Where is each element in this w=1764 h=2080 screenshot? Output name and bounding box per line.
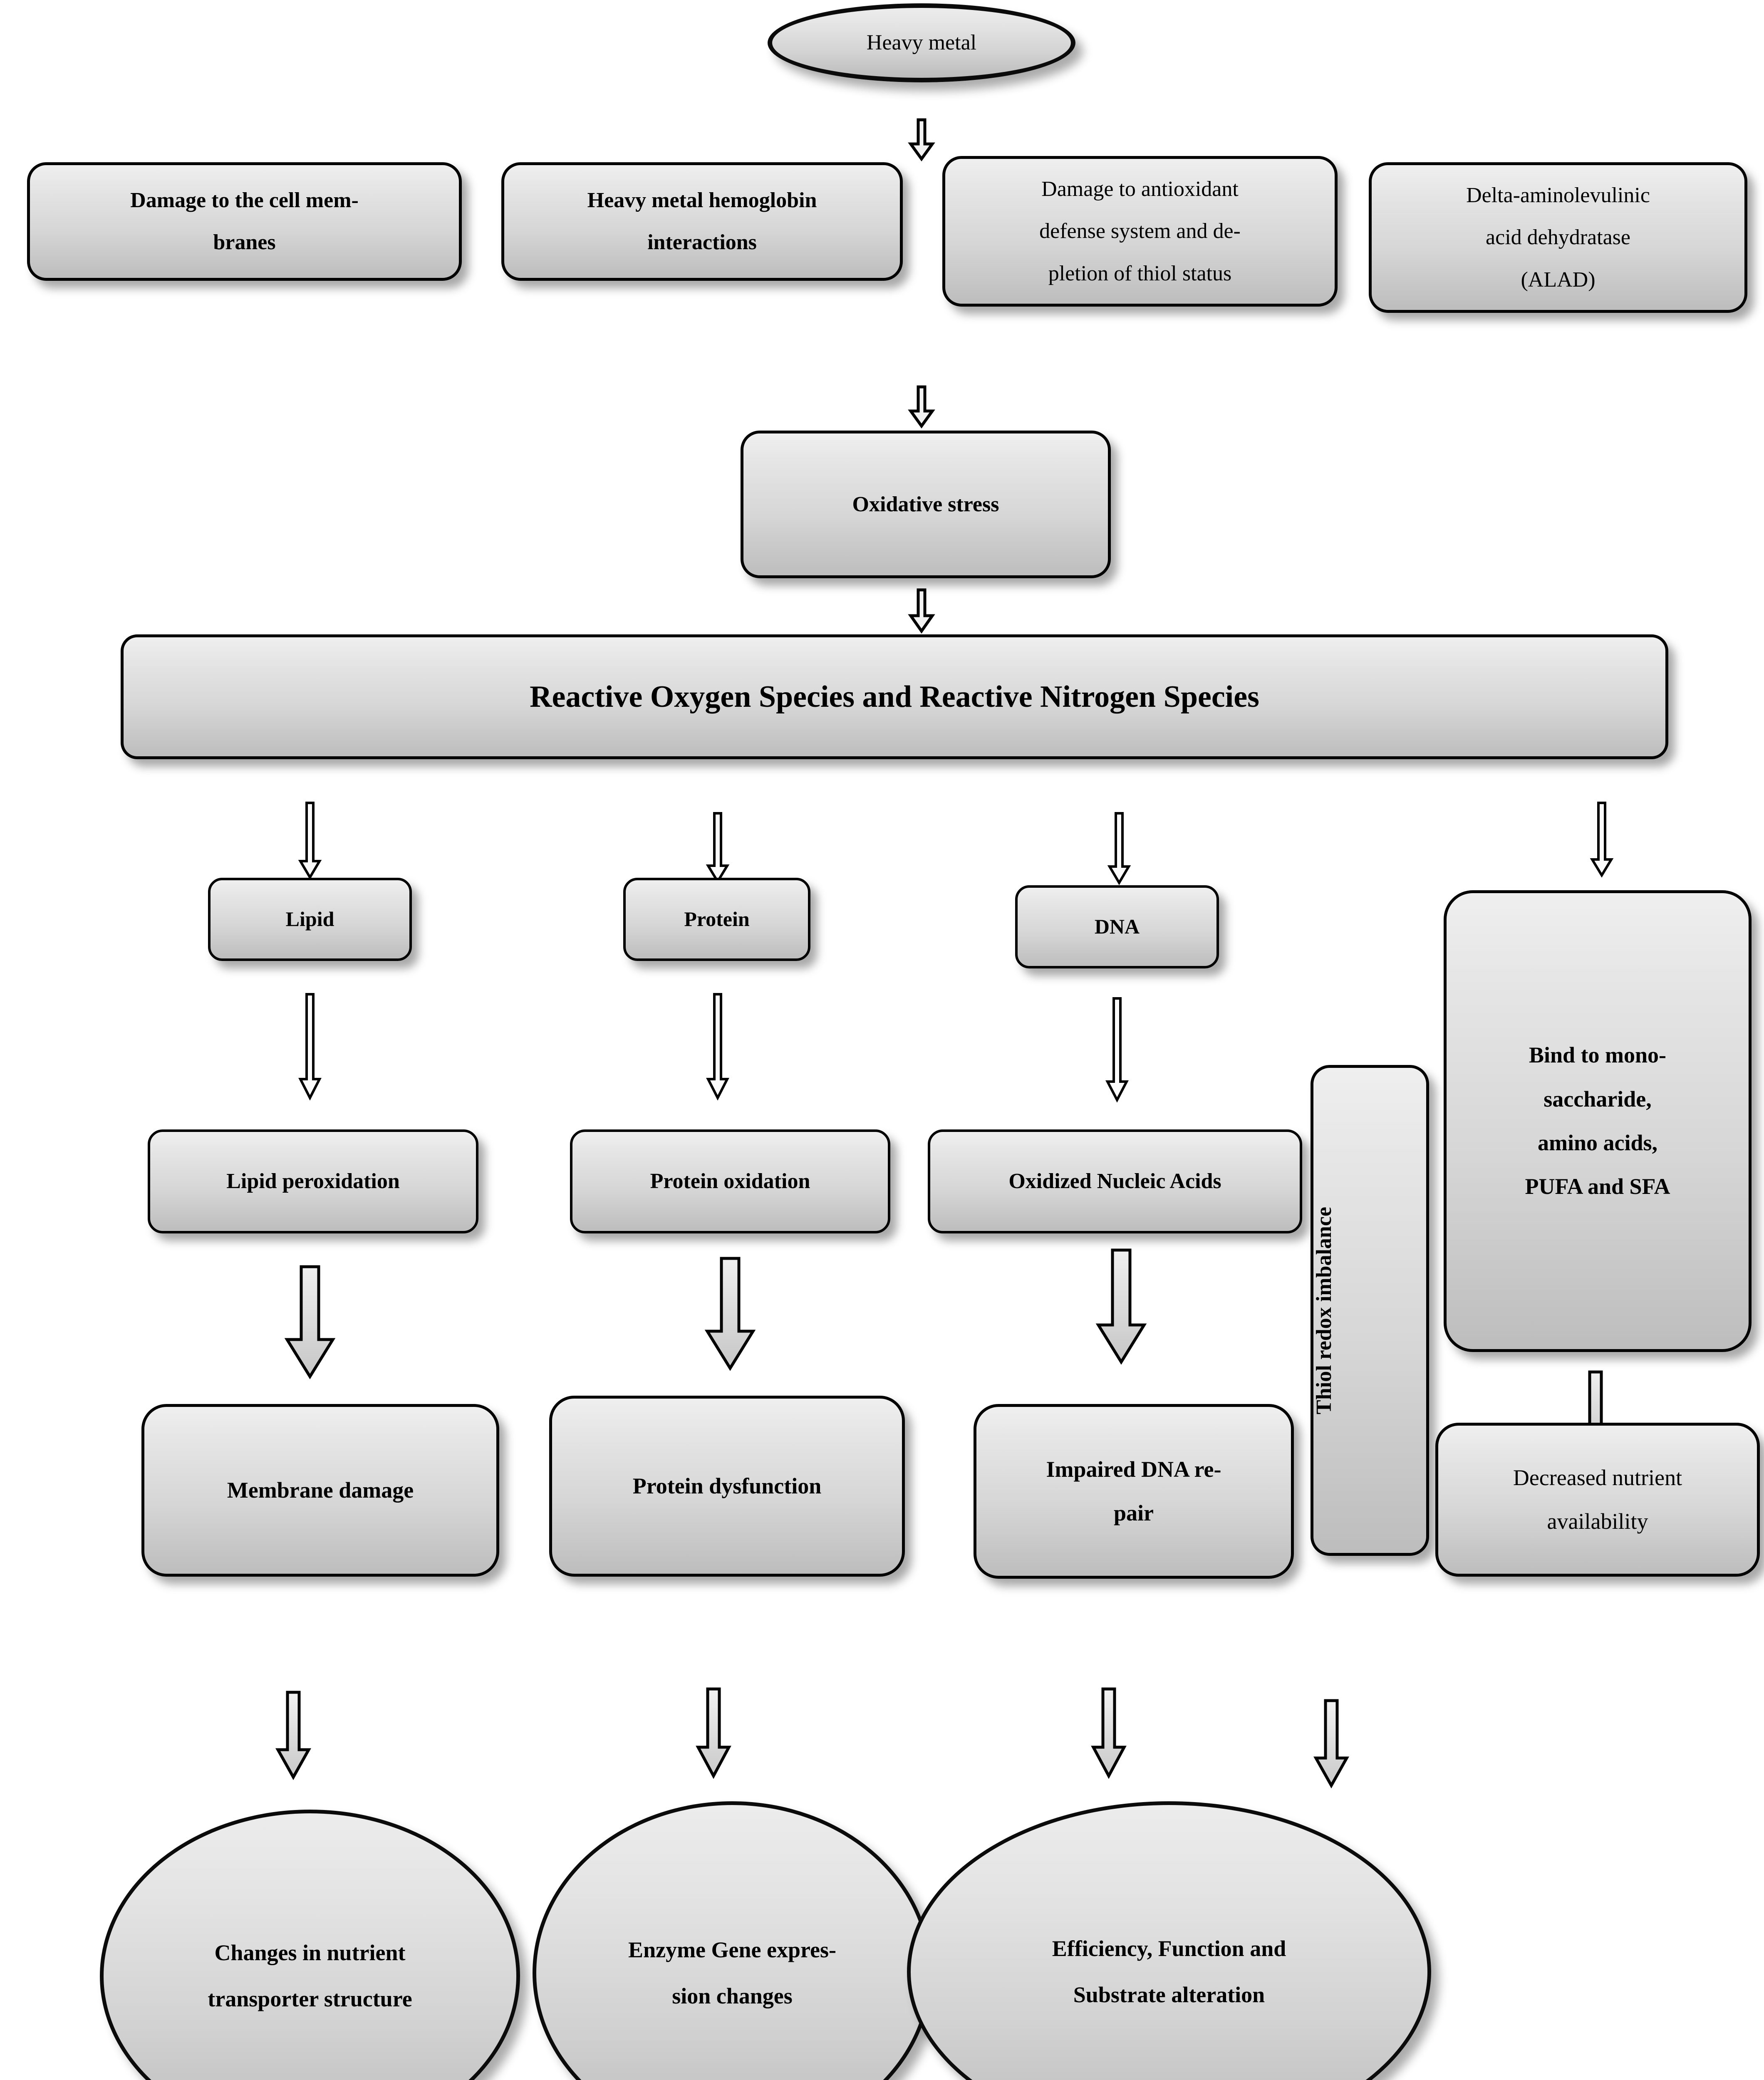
node-bind-to-monosaccharide-label: Bind to mono- saccharide, amino acids, P… <box>1525 1042 1670 1199</box>
down-arrow-icon <box>1313 1699 1350 1789</box>
node-impaired-dna-repair[interactable]: Impaired DNA re- pair <box>974 1404 1294 1579</box>
node-hemoglobin-interactions[interactable]: Heavy metal hemoglobin interactions <box>501 162 903 281</box>
node-ros-rns[interactable]: Reactive Oxygen Species and Reactive Nit… <box>121 634 1668 759</box>
down-arrow-icon <box>1587 802 1616 878</box>
node-oxidative-stress[interactable]: Oxidative stress <box>741 431 1111 578</box>
node-heavy-metal[interactable]: Heavy metal <box>768 3 1075 82</box>
node-lipid[interactable]: Lipid <box>208 878 412 961</box>
down-arrow-icon <box>1102 997 1132 1103</box>
down-arrow-icon <box>703 1257 757 1371</box>
node-dna-label: DNA <box>1094 915 1140 938</box>
node-membrane-damage-label: Membrane damage <box>227 1477 414 1503</box>
node-decreased-nutrient-availability[interactable]: Decreased nutrient availability <box>1435 1423 1760 1577</box>
down-arrow-icon <box>1105 812 1134 885</box>
node-hemoglobin-interactions-label: Heavy metal hemoglobin interactions <box>587 188 817 255</box>
node-alad-label: Delta-aminolevulinic acid dehydratase (A… <box>1466 183 1650 292</box>
node-efficiency-function-substrate-label: Efficiency, Function and Substrate alter… <box>1052 1936 1286 2007</box>
down-arrow-icon <box>1090 1687 1127 1779</box>
node-thiol-redox-imbalance[interactable]: Thiol redox imbalance <box>1311 1065 1429 1556</box>
node-efficiency-function-substrate[interactable]: Efficiency, Function and Substrate alter… <box>907 1801 1431 2080</box>
node-protein[interactable]: Protein <box>623 878 810 961</box>
down-arrow-icon <box>295 993 325 1101</box>
node-protein-dysfunction-label: Protein dysfunction <box>632 1473 822 1498</box>
node-protein-dysfunction[interactable]: Protein dysfunction <box>549 1396 905 1577</box>
node-protein-oxidation-label: Protein oxidation <box>650 1169 810 1194</box>
down-arrow-icon <box>295 802 325 880</box>
node-alad[interactable]: Delta-aminolevulinic acid dehydratase (A… <box>1369 162 1747 313</box>
down-arrow-icon <box>703 812 732 884</box>
node-enzyme-gene-expression-changes[interactable]: Enzyme Gene expres- sion changes <box>533 1801 932 2080</box>
down-arrow-icon <box>283 1265 337 1379</box>
node-lipid-peroxidation[interactable]: Lipid peroxidation <box>148 1129 478 1233</box>
down-arrow-icon <box>275 1691 312 1780</box>
node-lipid-peroxidation-label: Lipid peroxidation <box>226 1169 400 1194</box>
node-antioxidant-defense[interactable]: Damage to antioxidant defense system and… <box>942 156 1338 307</box>
node-antioxidant-defense-label: Damage to antioxidant defense system and… <box>1039 177 1241 285</box>
node-nutrient-transporter-structure-label: Changes in nutrient transporter structur… <box>208 1940 412 2011</box>
node-impaired-dna-repair-label: Impaired DNA re- pair <box>1046 1456 1221 1525</box>
node-oxidative-stress-label: Oxidative stress <box>852 492 999 516</box>
down-arrow-icon <box>905 588 938 634</box>
node-cell-membranes[interactable]: Damage to the cell mem- branes <box>27 162 462 281</box>
down-arrow-icon <box>695 1687 732 1779</box>
node-heavy-metal-label: Heavy metal <box>866 30 977 54</box>
node-protein-label: Protein <box>684 907 750 931</box>
node-thiol-redox-imbalance-label: Thiol redox imbalance <box>1312 1206 1336 1414</box>
down-arrow-icon <box>905 385 938 428</box>
down-arrow-icon <box>905 118 938 161</box>
node-lipid-label: Lipid <box>285 907 334 931</box>
node-oxidized-nucleic-acids-label: Oxidized Nucleic Acids <box>1008 1169 1221 1194</box>
node-ros-rns-label: Reactive Oxygen Species and Reactive Nit… <box>530 679 1259 714</box>
node-membrane-damage[interactable]: Membrane damage <box>141 1404 499 1577</box>
node-protein-oxidation[interactable]: Protein oxidation <box>570 1129 890 1233</box>
down-arrow-icon <box>1094 1248 1148 1365</box>
down-arrow-icon <box>703 993 732 1101</box>
node-cell-membranes-label: Damage to the cell mem- branes <box>130 188 359 255</box>
node-dna[interactable]: DNA <box>1015 885 1219 968</box>
node-decreased-nutrient-availability-label: Decreased nutrient availability <box>1513 1465 1682 1534</box>
node-enzyme-gene-expression-changes-label: Enzyme Gene expres- sion changes <box>628 1937 836 2008</box>
node-bind-to-monosaccharide[interactable]: Bind to mono- saccharide, amino acids, P… <box>1444 890 1752 1352</box>
node-nutrient-transporter-structure[interactable]: Changes in nutrient transporter structur… <box>100 1810 520 2080</box>
node-oxidized-nucleic-acids[interactable]: Oxidized Nucleic Acids <box>928 1129 1302 1233</box>
